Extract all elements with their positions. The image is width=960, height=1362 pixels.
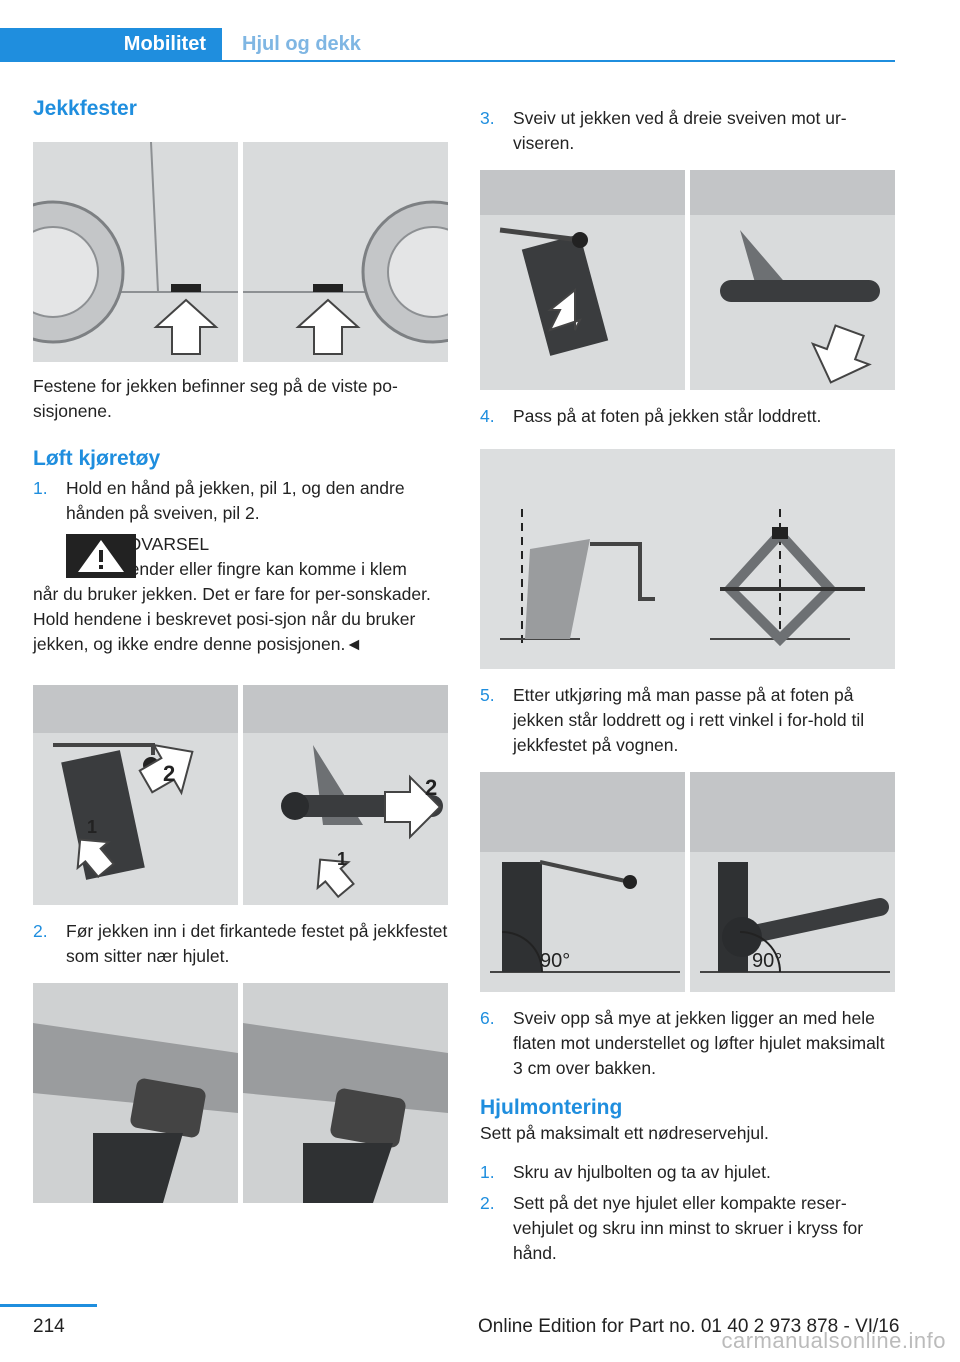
step-3-number: 3. — [480, 108, 495, 128]
step-5-number: 5. — [480, 685, 495, 705]
mount-intro: Sett på maksimalt ett nødreservehjul. — [480, 1123, 769, 1143]
page-number: 214 — [33, 1316, 65, 1337]
caption-jack-points: Festene for jekken befinner seg på de vi… — [33, 376, 398, 421]
heading-jack-points: Jekkfester — [33, 97, 137, 120]
step-1-number: 1. — [33, 478, 48, 498]
step-5: 5. Etter utkjøring må man passe på at fo… — [480, 683, 895, 758]
step-5-text: Etter utkjøring må man passe på at foten… — [513, 685, 865, 755]
heading-mount: Hjulmontering — [480, 1096, 623, 1119]
figure-crank-jack — [480, 170, 895, 390]
section-tab: Mobilitet — [0, 28, 222, 60]
step-2-number: 2. — [33, 921, 48, 941]
figure-arrow-1b-label: 1 — [337, 849, 347, 869]
angle-label-right: 90° — [752, 950, 782, 972]
mount-step-2-number: 2. — [480, 1193, 495, 1213]
step-2: 2. Før jekken inn i det firkantede feste… — [33, 919, 448, 969]
edition-text: Online Edition for Part no. 01 40 2 973 … — [478, 1316, 900, 1337]
step-1: 1. Hold en hånd på jekken, pil 1, og den… — [33, 476, 448, 526]
warning-box: ADVARSEL Hender eller fingre kan komme i… — [33, 532, 448, 657]
warning-icon — [66, 534, 136, 578]
figure-vertical-foot — [480, 449, 895, 669]
figure-arrow-2-label: 2 — [163, 761, 175, 786]
step-6-text: Sveiv opp så mye at jekken ligger an med… — [513, 1008, 885, 1078]
step-3: 3. Sveiv ut jekken ved å dreie sveiven m… — [480, 106, 895, 156]
mount-step-1-text: Skru av hjulbolten og ta av hjulet. — [513, 1162, 771, 1182]
figure-arrow-1-label: 1 — [87, 817, 97, 837]
warning-text: Hender eller fingre kan komme i klem når… — [33, 557, 448, 657]
step-4-text: Pass på at foten på jekken står loddrett… — [513, 406, 822, 426]
step-4: 4. Pass på at foten på jekken står loddr… — [480, 404, 895, 429]
left-column: Jekkfester Festene for jekken befinner s… — [33, 96, 448, 1203]
watermark: carmanualsonline.info — [721, 1328, 946, 1353]
step-2-text: Før jekken inn i det firkantede festet p… — [66, 921, 448, 966]
mount-step-2-text: Sett på det nye hjulet eller kompakte re… — [513, 1193, 864, 1263]
page-header: Mobilitet Hjul og dekk — [0, 28, 895, 62]
figure-jack-points — [33, 142, 448, 362]
step-6: 6. Sveiv opp så mye at jekken ligger an … — [480, 1006, 895, 1081]
right-column: 3. Sveiv ut jekken ved å dreie sveiven m… — [480, 106, 895, 1266]
figure-right-angle: 90° 90° — [480, 772, 895, 992]
warning-first-line: Hender eller fingre kan komme i klem — [117, 559, 407, 579]
header-rule — [0, 60, 895, 62]
figure-hand-position: 2 2 1 1 — [33, 685, 448, 905]
page-footer: 214 Online Edition for Part no. 01 40 2 … — [0, 1304, 960, 1362]
mount-step-1-number: 1. — [480, 1162, 495, 1182]
footer-rule — [0, 1304, 97, 1307]
step-4-number: 4. — [480, 406, 495, 426]
figure-jack-socket — [33, 983, 448, 1203]
angle-label-left: 90° — [540, 950, 570, 972]
step-6-number: 6. — [480, 1008, 495, 1028]
chapter-tab: Hjul og dekk — [242, 33, 361, 55]
mount-step-1: 1. Skru av hjulbolten og ta av hjulet. — [480, 1160, 895, 1185]
figure-arrow-2b-label: 2 — [425, 775, 437, 800]
step-3-text: Sveiv ut jekken ved å dreie sveiven mot … — [513, 108, 847, 153]
mount-step-2: 2. Sett på det nye hjulet eller kompakte… — [480, 1191, 895, 1266]
warning-title: ADVARSEL — [117, 534, 210, 554]
step-1-text: Hold en hånd på jekken, pil 1, og den an… — [66, 478, 405, 523]
warning-rest: når du bruker jekken. Det er fare for pe… — [33, 584, 431, 654]
heading-lift: Løft kjøretøy — [33, 447, 161, 470]
